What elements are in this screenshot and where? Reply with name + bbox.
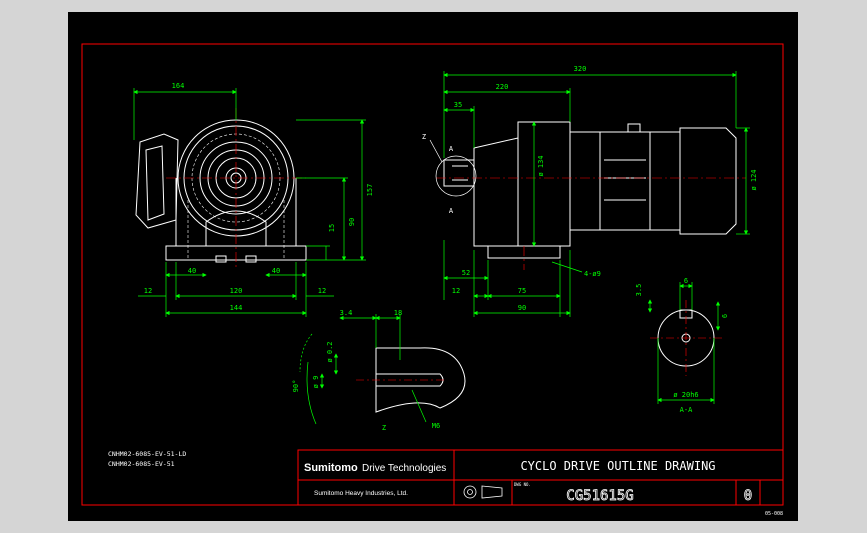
dim-front-overhang-left: 12 bbox=[144, 287, 152, 295]
model-code-1: CNHM02-6085-EV-51-LD bbox=[108, 450, 186, 458]
dim-side-foot-center: 75 bbox=[518, 287, 526, 295]
dim-front-base-length: 144 bbox=[230, 304, 243, 312]
side-view bbox=[443, 121, 737, 259]
side-centerlines bbox=[436, 177, 746, 270]
dim-front-foot-inner: 120 bbox=[230, 287, 243, 295]
dim-section-key-height: 6 bbox=[721, 314, 729, 318]
dim-front-foot-thk: 15 bbox=[328, 224, 336, 232]
dim-detail-offset: 3.4 bbox=[340, 309, 353, 317]
dim-section-key-depth: 3.5 bbox=[635, 284, 643, 297]
front-dims bbox=[133, 88, 366, 317]
dim-front-foot-left: 40 bbox=[188, 267, 196, 275]
section-dims bbox=[647, 282, 721, 404]
side-dims bbox=[443, 71, 750, 317]
drawing-number: CG51615G bbox=[566, 488, 633, 504]
brand-sumitomo: Sumitomo bbox=[304, 462, 358, 474]
dim-detail-angle: 90° bbox=[292, 380, 300, 393]
labels: 164 157 90 15 40 40 120 12 12 144 320 22… bbox=[108, 65, 783, 517]
z-detail-circle bbox=[429, 139, 477, 197]
cad-viewport[interactable]: 164 157 90 15 40 40 120 12 12 144 320 22… bbox=[68, 12, 798, 521]
dim-side-overall-length: 320 bbox=[574, 65, 587, 73]
dim-front-overhang-right: 12 bbox=[318, 287, 326, 295]
brand-parent: Sumitomo Heavy Industries, Ltd. bbox=[314, 490, 408, 497]
dim-detail-thread: M6 bbox=[432, 422, 440, 430]
section-centerlines bbox=[650, 300, 722, 376]
dim-section-shaft-dia: ø 20h6 bbox=[673, 391, 698, 399]
dim-side-hole: 4-ø9 bbox=[584, 270, 601, 278]
dim-front-total-height: 157 bbox=[366, 184, 374, 197]
detail-dims bbox=[299, 314, 427, 425]
front-centerlines bbox=[166, 108, 306, 270]
dim-front-top-width: 164 bbox=[172, 82, 185, 90]
dim-detail-dia-b: ø 9 bbox=[312, 376, 320, 389]
view-mark-z: Z bbox=[422, 133, 426, 141]
detail-z-label: Z bbox=[382, 424, 386, 432]
view-mark-a-top: A bbox=[449, 145, 454, 153]
dim-side-body-dia: ø 134 bbox=[537, 155, 545, 176]
drawing-canvas: 164 157 90 15 40 40 120 12 12 144 320 22… bbox=[81, 43, 784, 517]
drawing-title: CYCLO DRIVE OUTLINE DRAWING bbox=[520, 459, 715, 473]
revision: 0 bbox=[744, 488, 752, 504]
projection-symbol bbox=[463, 485, 503, 499]
front-view bbox=[135, 119, 307, 263]
dim-front-foot-right: 40 bbox=[272, 267, 280, 275]
view-mark-a-bottom: A bbox=[449, 207, 454, 215]
dim-side-foot-front: 52 bbox=[462, 269, 470, 277]
dim-side-to-motor: 220 bbox=[496, 83, 509, 91]
dim-detail-length: 18 bbox=[394, 309, 402, 317]
dim-detail-dia-a: ø 0.2 bbox=[326, 341, 334, 362]
dim-side-overhang: 12 bbox=[452, 287, 460, 295]
dim-side-motor-dia: ø 124 bbox=[750, 169, 758, 190]
brand-drive-technologies: Drive Technologies bbox=[362, 463, 446, 474]
dim-section-key-width: 6 bbox=[684, 277, 688, 285]
title-block bbox=[297, 449, 784, 506]
sheet-code: 05-008 bbox=[765, 511, 783, 517]
section-aa-label: A-A bbox=[680, 406, 693, 414]
dwg-no-label: DWG NO. bbox=[514, 482, 531, 487]
dim-side-flange-offset: 35 bbox=[454, 101, 462, 109]
dim-side-foot-total: 90 bbox=[518, 304, 526, 312]
dim-front-shaft-height: 90 bbox=[348, 218, 356, 226]
model-code-2: CNHM02-6085-EV-51 bbox=[108, 460, 175, 468]
detail-z bbox=[356, 347, 466, 413]
